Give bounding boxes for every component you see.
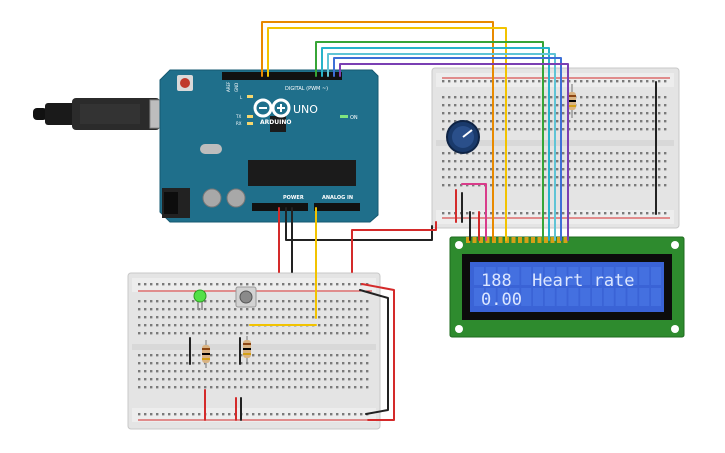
wire-pink (461, 183, 487, 241)
arduino-model-text: UNO (293, 103, 318, 116)
wire-red-side (361, 283, 395, 421)
wire-cyan-1 (321, 47, 550, 241)
usb-cable-icon (33, 98, 179, 130)
lcd-line-1: 188 Heart rate (481, 271, 635, 291)
led-icon[interactable] (193, 289, 207, 310)
wire-cyan-2 (327, 53, 556, 241)
wire-red-bottom (351, 221, 437, 273)
gnd-label: GND (234, 83, 239, 92)
wire-purple (339, 63, 569, 241)
arduino-uno-board[interactable]: ARDUINO UNO DIGITAL (PWM ~) POWER ANALOG… (159, 69, 379, 223)
rx-label: RX (236, 121, 242, 126)
l-label: L (240, 95, 243, 100)
wire-orange (261, 21, 494, 241)
arduino-brand-text: ARDUINO (260, 119, 291, 126)
lcd-character-cells (474, 267, 661, 306)
on-label: ON (350, 115, 358, 121)
tx-label: TX (235, 114, 241, 119)
wire-green (315, 41, 544, 241)
wire-black-side (359, 289, 389, 415)
pushbutton-icon[interactable] (235, 286, 257, 308)
resistor-icon (202, 340, 210, 368)
power-label: POWER (283, 195, 304, 201)
aref-label: AREF (226, 81, 231, 92)
breadboard-bottom-holes (138, 283, 369, 416)
resistor-icon (243, 336, 251, 362)
reset-button[interactable] (177, 75, 193, 91)
wire-blue (333, 57, 562, 241)
analog-label: ANALOG IN (322, 195, 353, 201)
resistor-icon (568, 84, 576, 118)
wire-black-gnd (285, 207, 433, 241)
lcd-line-2: 0.00 (481, 290, 522, 310)
lcd-module[interactable]: 188 Heart rate 0.00 (449, 236, 685, 338)
wire-yellow (267, 27, 507, 241)
arduino-logo-icon (253, 98, 291, 118)
potentiometer-icon[interactable] (446, 120, 480, 154)
digital-label: DIGITAL (PWM ~) (285, 86, 328, 92)
wires (189, 21, 657, 421)
